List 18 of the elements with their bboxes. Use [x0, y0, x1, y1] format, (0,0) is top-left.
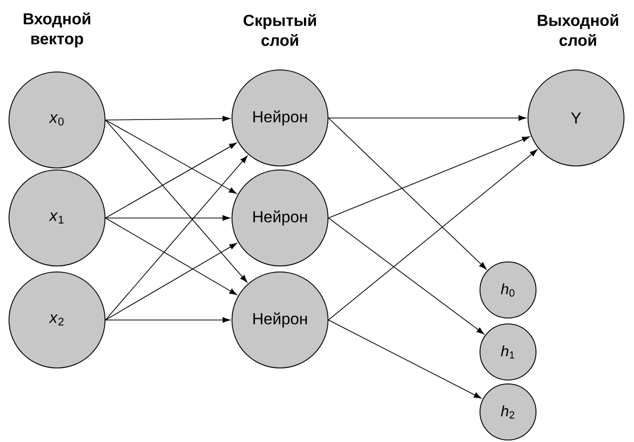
column-heading: Входной вектор	[24, 12, 90, 48]
arrow	[328, 218, 484, 334]
arrow	[328, 115, 526, 121]
arrow	[105, 120, 237, 194]
arrow	[105, 218, 237, 296]
arrow	[328, 149, 538, 320]
arrow	[105, 142, 237, 218]
arrow	[328, 136, 530, 218]
arrow	[105, 317, 230, 323]
arrow	[328, 118, 487, 270]
arrow	[328, 320, 482, 399]
arrow	[105, 156, 248, 320]
arrow	[105, 215, 230, 221]
column-heading: Скрытый слой	[244, 14, 316, 46]
arrow	[105, 120, 248, 282]
arrow	[105, 242, 237, 320]
column-heading: Выходной слой	[538, 14, 618, 46]
arrow	[105, 116, 230, 122]
